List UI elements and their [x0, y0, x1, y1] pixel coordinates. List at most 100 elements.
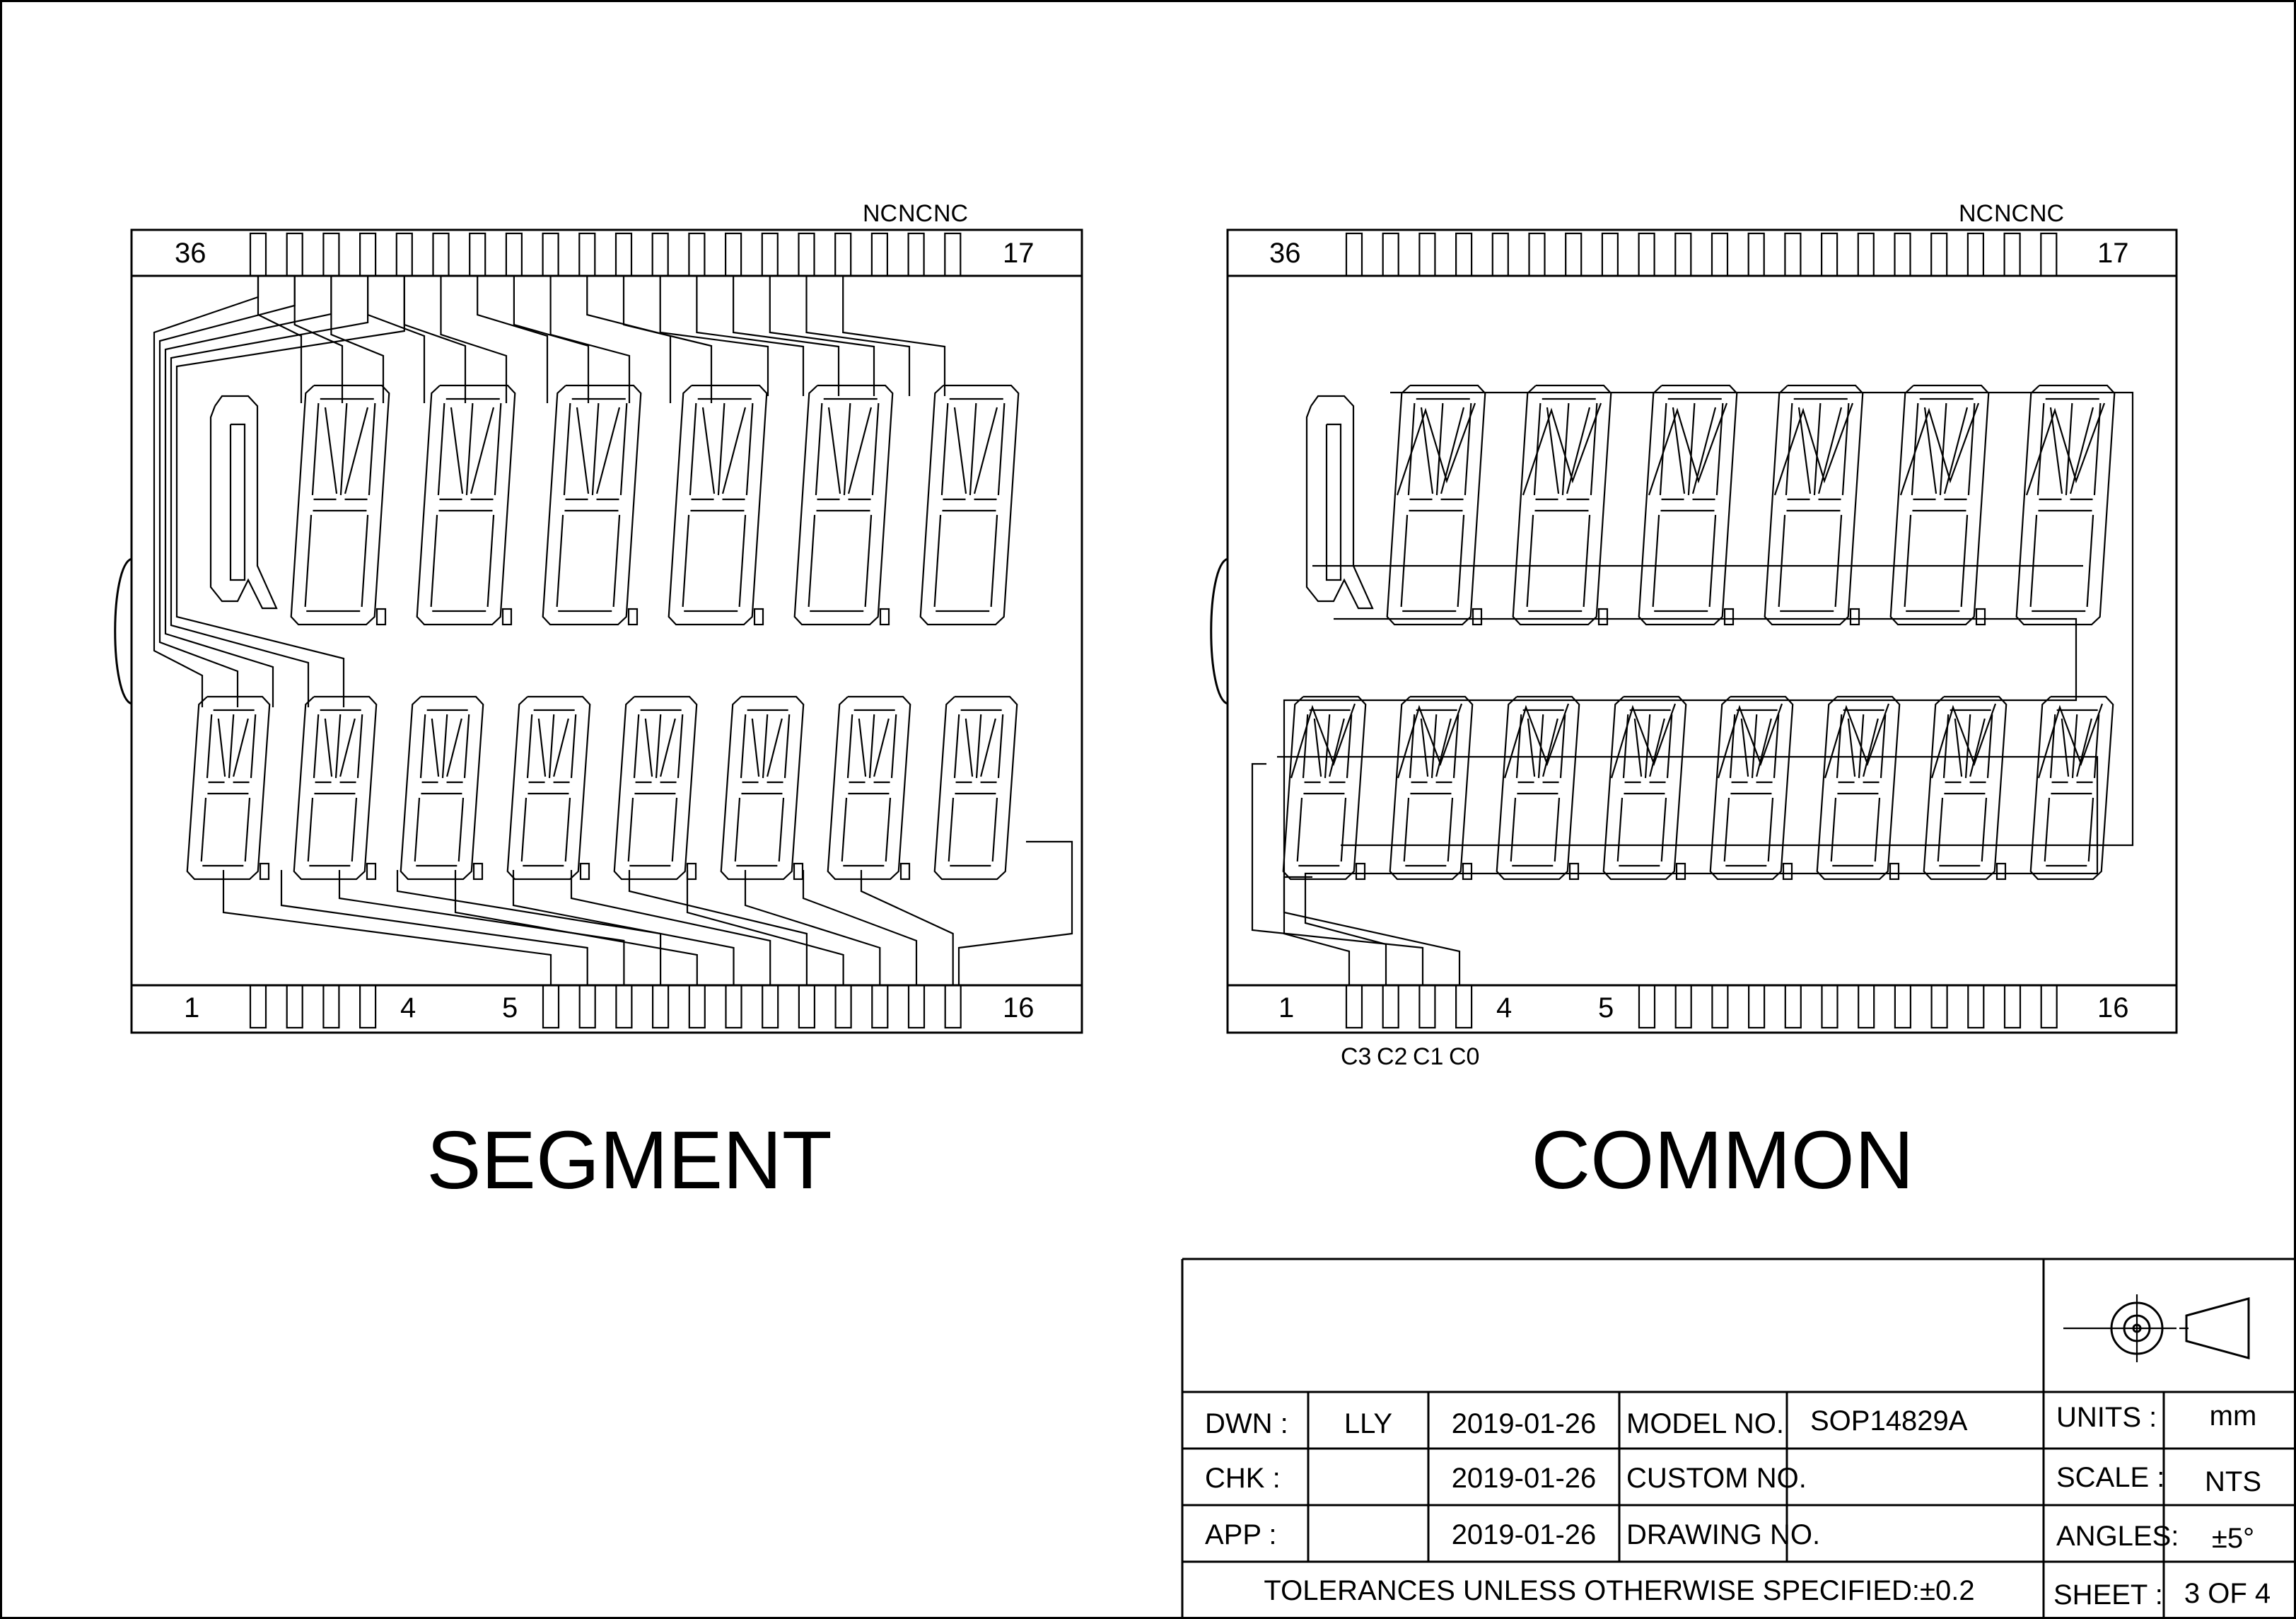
q-indicator: [209, 395, 278, 610]
segment-e: [627, 797, 634, 862]
decimal-point: [375, 608, 387, 626]
segment-c: [612, 514, 621, 608]
decimal-point: [1889, 862, 1900, 881]
common-caption: COMMON: [1531, 1114, 1913, 1206]
segment-c: [1981, 797, 1988, 862]
connector-pin: [688, 984, 706, 1029]
segment-c: [1960, 514, 1969, 608]
pin-label-5: 5: [1598, 992, 1614, 1023]
digit-frame: [1764, 384, 1864, 626]
pin-label-16: 16: [1003, 992, 1035, 1023]
digit-frame: [290, 384, 390, 626]
segment-diag: [1756, 718, 1772, 777]
segment-diag: [1420, 718, 1429, 777]
segment-diag: [751, 718, 760, 777]
lcd-outline: [1226, 228, 2178, 1034]
connector-pin: [1967, 984, 1985, 1029]
segment-diag: [2076, 718, 2092, 777]
segment-e: [1723, 797, 1730, 862]
segment-diag: [1420, 407, 1434, 494]
common-line: [1341, 391, 2134, 847]
segment-trace: [366, 276, 426, 403]
connector-pin: [578, 232, 596, 277]
connector-pin: [725, 984, 742, 1029]
connector-pin: [1674, 232, 1692, 277]
connector-pin: [1748, 984, 1766, 1029]
connector-pin: [1784, 984, 1802, 1029]
segment-f: [940, 402, 949, 496]
lcd-digit: [793, 384, 894, 626]
segment-c: [738, 514, 747, 608]
segment-trace: [860, 870, 954, 985]
connector-pin: [907, 984, 926, 1029]
first-angle-projection-icon: [2063, 1294, 2250, 1362]
digit-frame: [1602, 695, 1687, 881]
segment-c: [244, 797, 251, 862]
segment-e: [200, 797, 207, 862]
lcd-digit: [1386, 384, 1486, 626]
segment-center: [548, 714, 555, 779]
connector-pin: [2003, 984, 2022, 1029]
segment-c: [351, 797, 358, 862]
lcd-digit: [1602, 695, 1687, 881]
digit-frame: [400, 695, 484, 881]
segment-b: [1986, 714, 1993, 779]
segment-e: [1510, 797, 1517, 862]
segment-f: [1785, 402, 1793, 496]
segment-diag: [1440, 407, 1465, 494]
connector-pin: [907, 232, 925, 277]
segment-diag: [217, 718, 226, 777]
pin-label-17: 17: [1003, 238, 1035, 269]
connector-pin: [1930, 984, 1948, 1029]
segment-diag: [1691, 407, 1717, 494]
segment-diag: [470, 407, 495, 494]
connector-pin: [432, 232, 450, 277]
common-zigzag: [1290, 703, 1356, 779]
connector-pin: [615, 984, 633, 1029]
segment-trace: [512, 870, 735, 985]
connector-pin: [359, 232, 377, 277]
segment-c: [458, 797, 465, 862]
connector-pin: [798, 232, 815, 277]
digit-frame: [1816, 695, 1901, 881]
segment-trace: [164, 276, 332, 707]
segment-center: [591, 402, 600, 496]
decimal-point: [793, 862, 804, 881]
units-label: UNITS :: [2056, 1402, 2157, 1433]
lcd-digit: [1512, 384, 1612, 626]
segment-f: [311, 402, 320, 496]
digit-array: [186, 384, 1020, 881]
digit-frame: [827, 695, 911, 881]
app-label: APP :: [1205, 1519, 1277, 1550]
decimal-point: [1355, 862, 1366, 881]
lcd-digit: [186, 695, 271, 881]
segment-c: [1340, 797, 1347, 862]
segment-f: [437, 402, 445, 496]
lcd-digit: [2015, 384, 2116, 626]
segment-c: [486, 514, 495, 608]
segment-e: [1652, 514, 1660, 608]
common-zigzag: [2037, 703, 2104, 779]
decimal-point: [1975, 608, 1986, 626]
connector-pin: [1747, 232, 1765, 277]
digit-frame: [933, 695, 1018, 881]
lcd-digit: [668, 384, 768, 626]
segment-diag: [576, 407, 590, 494]
digit-frame: [1889, 384, 1990, 626]
connector-pin: [1858, 984, 1875, 1029]
segment-c: [1554, 797, 1561, 862]
segment-trace: [805, 276, 911, 396]
lcd-digit: [1282, 695, 1367, 881]
segment-center: [465, 402, 474, 496]
common-label-c0: C0: [1449, 1043, 1479, 1070]
segment-diag: [1740, 718, 1749, 777]
segment-diag: [1943, 407, 1969, 494]
segment-c: [991, 797, 998, 862]
digit-frame: [1386, 384, 1486, 626]
nc-label: NC: [933, 200, 968, 227]
segment-trace: [842, 276, 946, 396]
segment-diag: [858, 718, 867, 777]
digit-frame: [1923, 695, 2007, 881]
lcd-digit: [1709, 695, 1794, 881]
segment-b: [368, 402, 376, 496]
